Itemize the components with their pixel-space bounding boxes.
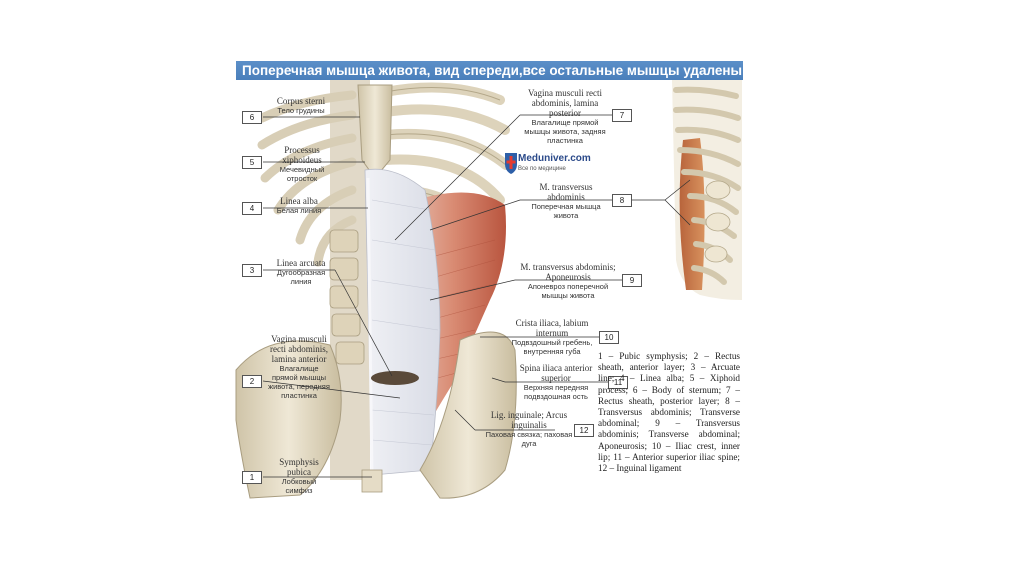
label-6-russian: Тело грудины: [270, 106, 332, 115]
label-1-russian: Лобковый симфиз: [270, 477, 328, 495]
label-4: Linea alba Белая линия: [268, 196, 330, 215]
label-4-latin: Linea alba: [280, 196, 318, 206]
label-10-russian: Подвздошный гребень, внутренняя губа: [504, 338, 600, 356]
label-12: Lig. inguinale; Arcus inguinalis Паховая…: [482, 410, 576, 448]
label-10-latin: Crista iliaca, labium internum: [516, 318, 589, 338]
label-2-number: 2: [242, 375, 262, 388]
label-9: M. transversus abdominis; Aponeurosis Ап…: [516, 262, 620, 300]
label-1-latin: Symphysis pubica: [279, 457, 319, 477]
label-3-number: 3: [242, 264, 262, 277]
label-12-russian: Паховая связка; паховая дуга: [482, 430, 576, 448]
label-2-latin: Vagina musculi recti abdominis, lamina a…: [270, 334, 328, 364]
label-1-number: 1: [242, 471, 262, 484]
label-11: Spina iliaca anterior superior Верхняя п…: [506, 363, 606, 401]
label-7-latin: Vagina musculi recti abdominis, lamina p…: [528, 88, 602, 118]
label-2: Vagina musculi recti abdominis, lamina a…: [268, 334, 330, 400]
label-5-russian: Мечевидный отросток: [266, 165, 338, 183]
label-11-latin: Spina iliaca anterior superior: [520, 363, 592, 383]
label-10: Crista iliaca, labium internum Подвздошн…: [504, 318, 600, 356]
label-8-number: 8: [612, 194, 632, 207]
main-illustration: [236, 80, 516, 498]
label-6-latin: Corpus sterni: [277, 96, 325, 106]
label-3: Linea arcuata Дугообразная линия: [266, 258, 336, 286]
label-12-latin: Lig. inguinale; Arcus inguinalis: [491, 410, 567, 430]
label-9-number: 9: [622, 274, 642, 287]
meduniver-logo: Meduniver.com Все по медицине: [504, 151, 604, 181]
label-1: Symphysis pubica Лобковый симфиз: [270, 457, 328, 495]
side-illustration: [672, 80, 742, 300]
label-6: Corpus sterni Тело грудины: [270, 96, 332, 115]
label-6-number: 6: [242, 111, 262, 124]
label-2-russian: Влагалище прямой мышцы живота, передняя …: [268, 364, 330, 400]
label-3-russian: Дугообразная линия: [266, 268, 336, 286]
logo-name: Meduniver.com: [518, 153, 591, 164]
label-7-number: 7: [612, 109, 632, 122]
label-10-number: 10: [599, 331, 619, 344]
label-7: Vagina musculi recti abdominis, lamina p…: [518, 88, 612, 145]
label-8: M. transversus abdominis Поперечная мышц…: [522, 182, 610, 220]
label-11-russian: Верхняя передняя подвздошная ость: [506, 383, 606, 401]
label-4-russian: Белая линия: [268, 206, 330, 215]
logo-subtitle: Все по медицине: [518, 166, 566, 172]
shield-icon: [504, 151, 518, 175]
label-3-latin: Linea arcuata: [277, 258, 326, 268]
label-4-number: 4: [242, 202, 262, 215]
label-5: Processus xiphoideus Мечевидный отросток: [266, 145, 338, 183]
label-7-russian: Влагалище прямой мышцы живота, задняя пл…: [518, 118, 612, 145]
legend-text: 1 – Pubic symphysis; 2 – Rectus sheath, …: [598, 351, 740, 474]
label-9-russian: Апоневроз поперечной мышцы живота: [516, 282, 620, 300]
label-12-number: 12: [574, 424, 594, 437]
label-5-latin: Processus xiphoideus: [282, 145, 322, 165]
label-5-number: 5: [242, 156, 262, 169]
label-8-russian: Поперечная мышца живота: [522, 202, 610, 220]
label-9-latin: M. transversus abdominis; Aponeurosis: [520, 262, 615, 282]
label-8-latin: M. transversus abdominis: [540, 182, 593, 202]
